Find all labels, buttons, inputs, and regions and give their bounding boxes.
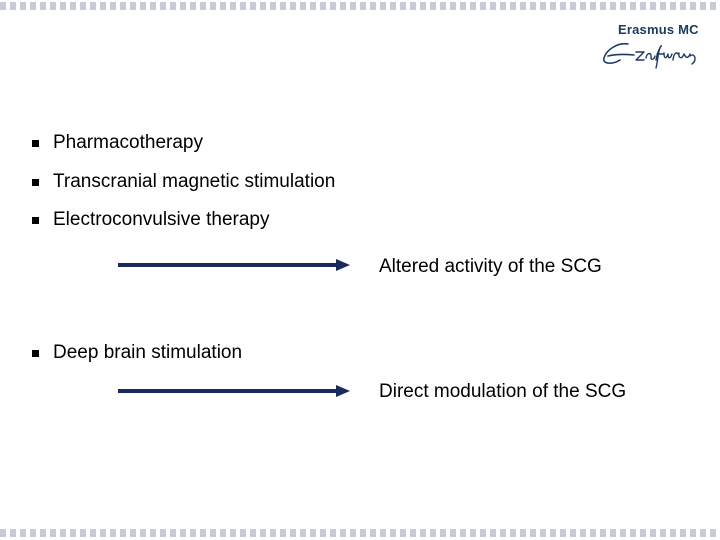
bullet-text: Transcranial magnetic stimulation	[53, 171, 336, 192]
bullet-item-pharmacotherapy: Pharmacotherapy	[32, 132, 203, 154]
logo-text: Erasmus MC	[618, 22, 699, 37]
bullet-item-ect: Electroconvulsive therapy	[32, 209, 270, 231]
square-bullet-icon	[32, 216, 39, 224]
arrow-right-icon	[118, 259, 350, 271]
erasmus-mc-logo: Erasmus MC	[600, 22, 710, 72]
bullet-text: Deep brain stimulation	[53, 342, 243, 363]
erasmus-signature-icon	[603, 42, 696, 69]
bullet-text: Electroconvulsive therapy	[53, 209, 270, 230]
bottom-dashed-border	[0, 529, 720, 537]
square-bullet-icon	[32, 139, 39, 147]
result-direct-modulation: Direct modulation of the SCG	[379, 381, 627, 402]
result-altered-activity: Altered activity of the SCG	[379, 256, 602, 277]
square-bullet-icon	[32, 178, 39, 186]
bullet-item-dbs: Deep brain stimulation	[32, 342, 242, 364]
bullet-text: Pharmacotherapy	[53, 132, 203, 153]
top-dashed-border	[0, 2, 720, 10]
bullet-item-tms: Transcranial magnetic stimulation	[32, 171, 335, 193]
square-bullet-icon	[32, 349, 39, 357]
arrow-right-icon	[118, 385, 350, 397]
